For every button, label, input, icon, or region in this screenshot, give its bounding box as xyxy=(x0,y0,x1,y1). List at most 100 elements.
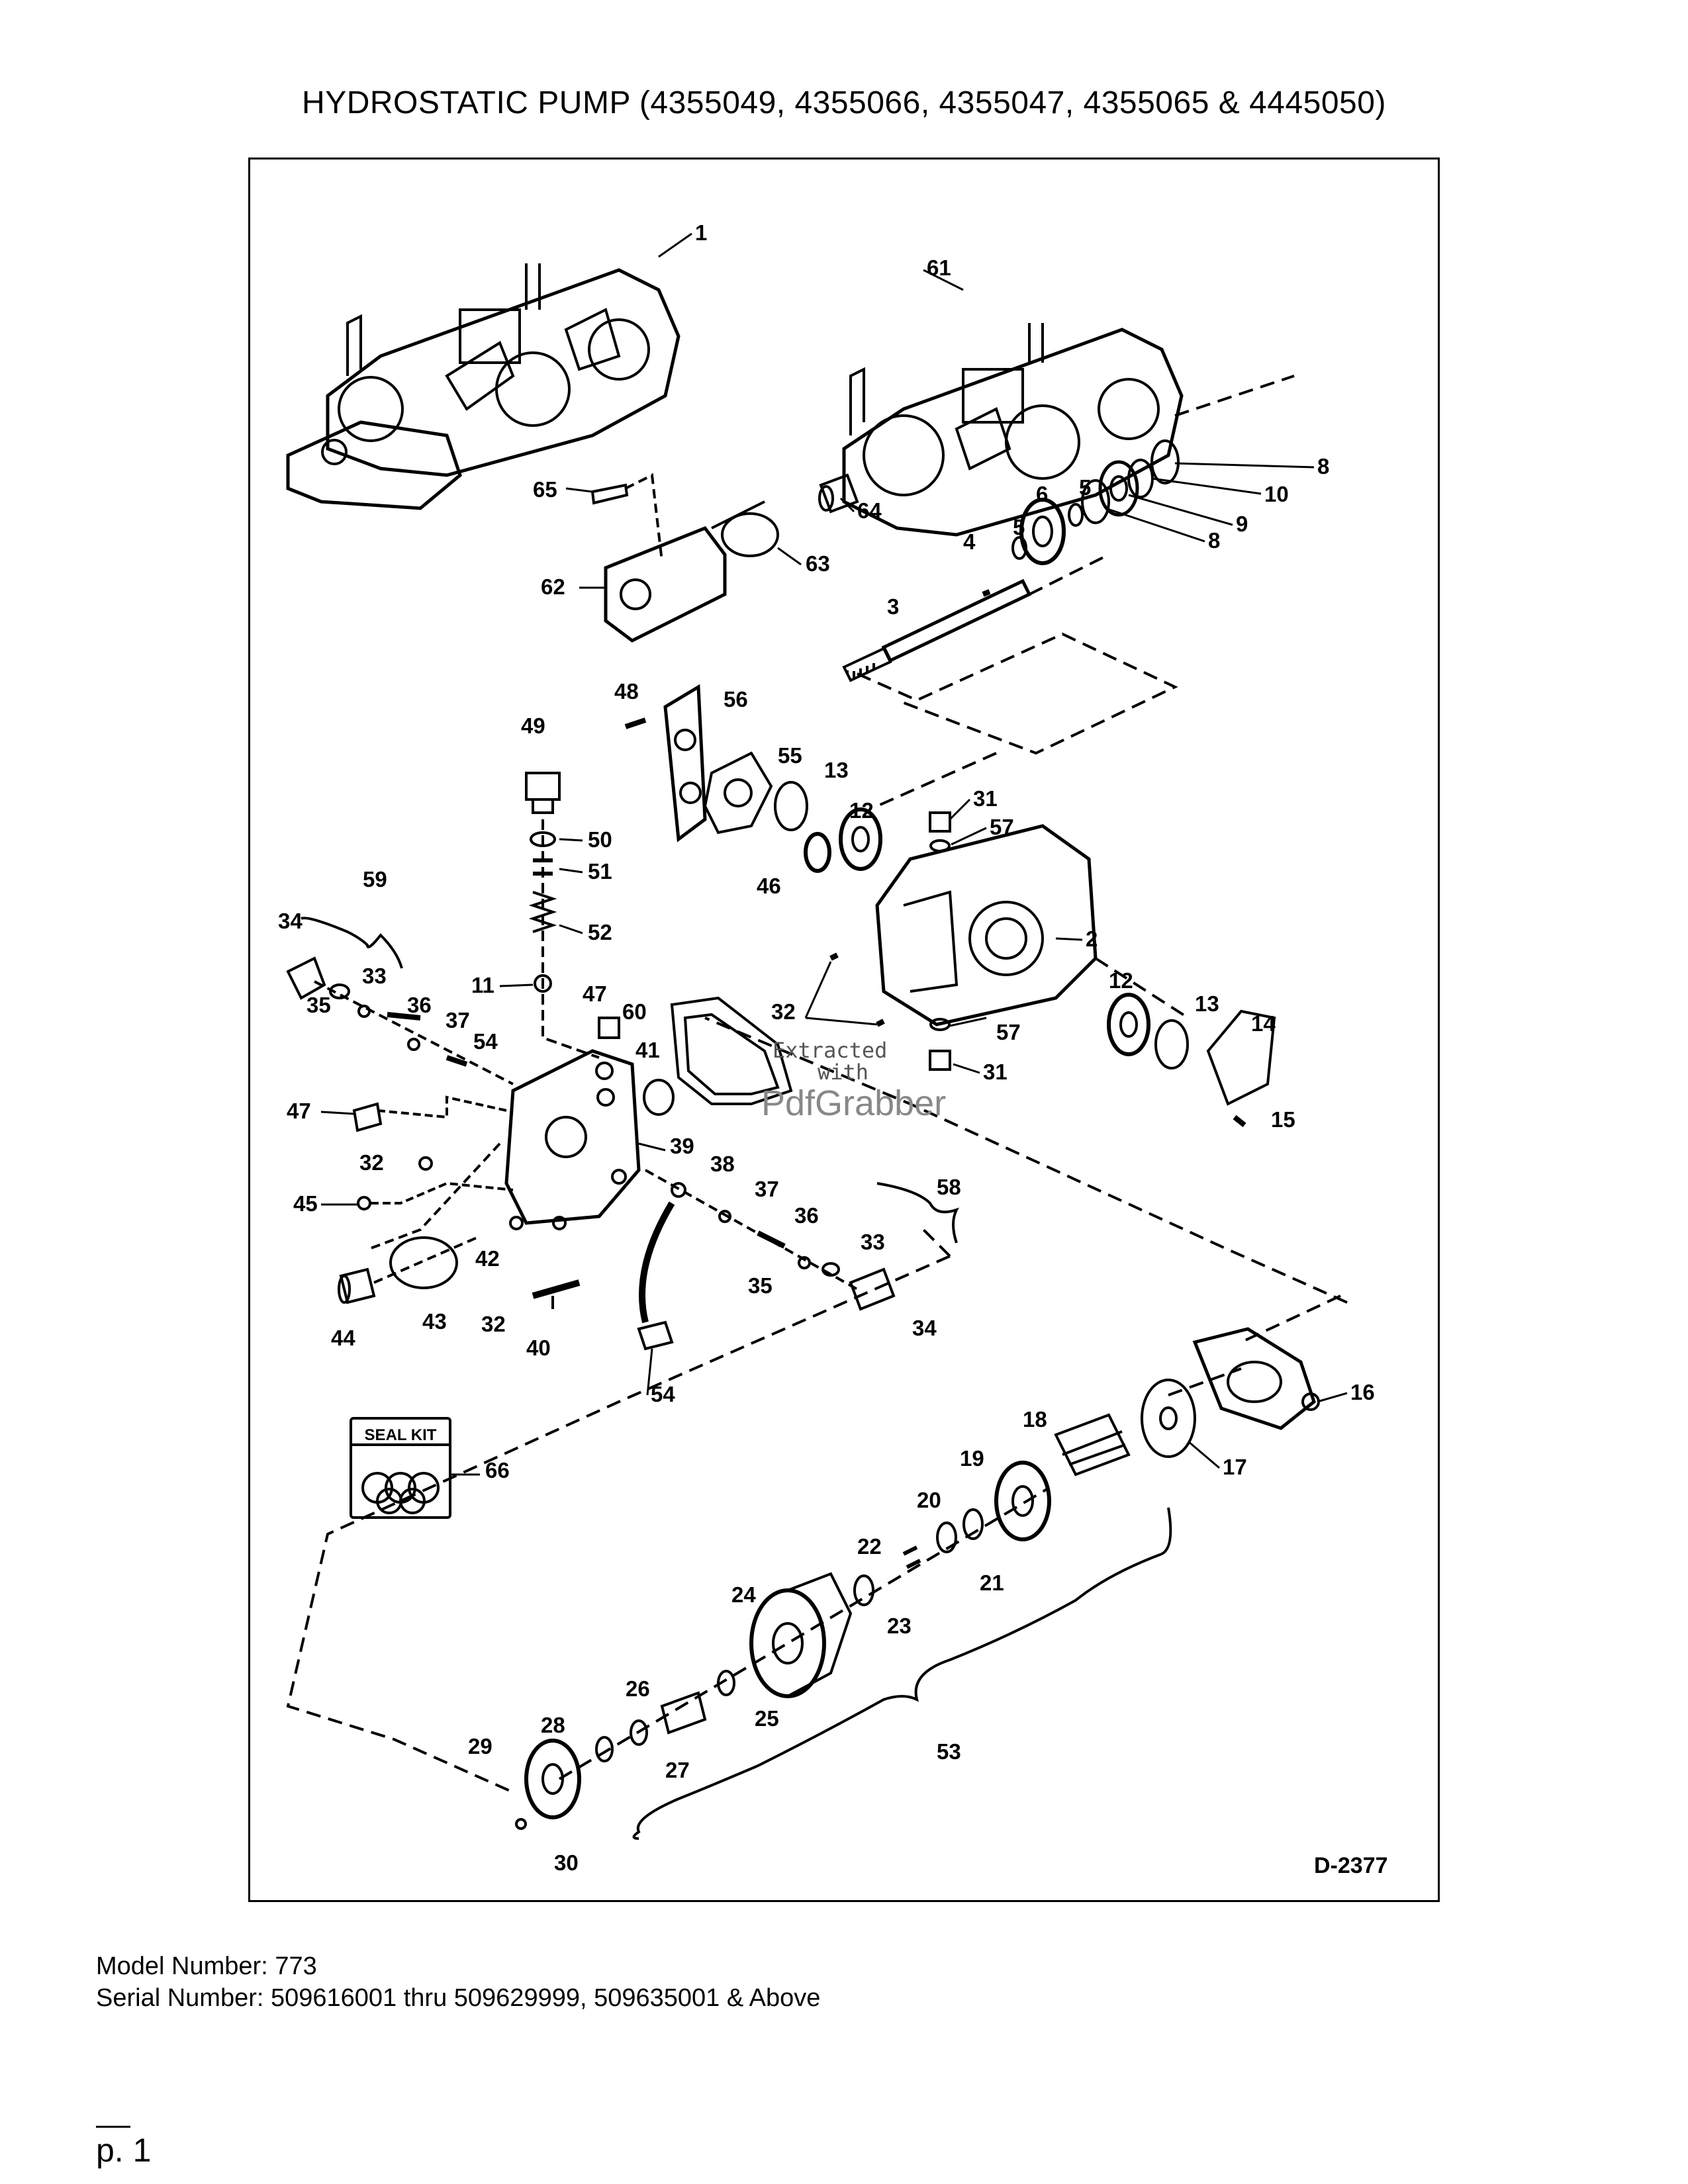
o-ring-43 xyxy=(389,1236,458,1289)
bearing-12b xyxy=(1107,993,1150,1056)
label-46: 46 xyxy=(757,874,781,898)
label-32a: 32 xyxy=(771,999,796,1024)
label-13a: 13 xyxy=(824,758,849,782)
bearing-6 xyxy=(1019,498,1066,565)
label-33b: 33 xyxy=(861,1230,885,1254)
label-33a: 33 xyxy=(362,964,387,988)
label-20: 20 xyxy=(917,1488,941,1512)
assembly-line-lower xyxy=(286,1255,951,1794)
label-43: 43 xyxy=(422,1309,447,1334)
pdfgrabber-watermark: Extracted with PdfGrabber xyxy=(761,1038,946,1123)
label-28: 28 xyxy=(541,1713,565,1737)
washer-20 xyxy=(962,1508,984,1540)
drawing-id: D-2377 xyxy=(1314,1853,1388,1878)
label-34b: 34 xyxy=(912,1316,937,1340)
label-29: 29 xyxy=(468,1734,492,1758)
watermark-line1: Extracted xyxy=(773,1038,887,1063)
label-3: 3 xyxy=(887,594,899,619)
label-9: 9 xyxy=(1236,512,1248,536)
valve-47b xyxy=(352,1102,383,1132)
brace-53 xyxy=(632,1507,1172,1840)
coupler-64 xyxy=(818,473,859,514)
bushing-44 xyxy=(338,1267,376,1304)
label-66: 66 xyxy=(485,1458,510,1482)
watermark-line2: with xyxy=(818,1060,868,1085)
ring-28 xyxy=(595,1736,614,1762)
label-34a: 34 xyxy=(278,909,303,933)
label-12b: 12 xyxy=(1109,968,1133,993)
ring-37a xyxy=(407,1038,420,1051)
label-32b: 32 xyxy=(481,1312,506,1336)
brace-58 xyxy=(876,1182,959,1244)
o-ring-63 xyxy=(721,512,779,557)
label-5b: 5 xyxy=(1079,475,1091,500)
label-36b: 36 xyxy=(794,1203,819,1228)
plug-42 xyxy=(509,1216,524,1230)
ring-35b xyxy=(798,1256,811,1269)
label-22: 22 xyxy=(857,1534,882,1559)
label-58: 58 xyxy=(937,1175,961,1199)
label-30: 30 xyxy=(554,1850,579,1875)
bolt-15 xyxy=(1233,1115,1246,1128)
label-37b: 37 xyxy=(755,1177,779,1201)
plug-45 xyxy=(357,1196,371,1210)
label-52: 52 xyxy=(588,920,612,944)
ring-21 xyxy=(936,1522,957,1553)
label-24: 24 xyxy=(731,1582,756,1607)
plug-32b xyxy=(552,1216,567,1230)
key-4 xyxy=(982,589,991,597)
label-11: 11 xyxy=(471,973,494,997)
plug-32c xyxy=(418,1156,433,1171)
label-31a: 31 xyxy=(973,786,998,811)
label-45: 45 xyxy=(293,1191,318,1216)
label-54b: 54 xyxy=(651,1382,675,1406)
label-57a: 57 xyxy=(990,815,1014,839)
page-number-rule xyxy=(96,2126,130,2128)
pistons-18 xyxy=(1054,1413,1131,1477)
plugs-32 xyxy=(829,952,885,1027)
plate-56 xyxy=(663,684,707,842)
cylinder-block-24 xyxy=(749,1572,853,1698)
arrow-to-54 xyxy=(639,1201,675,1324)
plug-41 xyxy=(643,1079,675,1116)
seal-kit-label: SEAL KIT xyxy=(365,1426,437,1444)
valve-block-39 xyxy=(504,1049,641,1225)
label-14: 14 xyxy=(1251,1011,1276,1036)
label-60: 60 xyxy=(622,999,647,1024)
label-62: 62 xyxy=(541,574,565,599)
label-61: 61 xyxy=(927,255,951,280)
plug-54b xyxy=(637,1320,674,1351)
label-19: 19 xyxy=(960,1446,984,1471)
label-53: 53 xyxy=(937,1739,961,1764)
gear-46 xyxy=(804,832,831,873)
assembly-line-shaft xyxy=(857,632,1178,755)
label-10: 10 xyxy=(1264,482,1289,506)
serial-number: Serial Number: 509616001 thru 509629999,… xyxy=(96,1984,821,2012)
label-1: 1 xyxy=(695,220,707,245)
bolt-48 xyxy=(624,717,647,729)
plug-38 xyxy=(671,1182,686,1198)
page-number: p. 1 xyxy=(96,2132,152,2169)
label-8a: 8 xyxy=(1208,528,1220,553)
page-title: HYDROSTATIC PUMP (4355049, 4355066, 4355… xyxy=(302,85,1386,120)
label-26: 26 xyxy=(626,1676,650,1701)
plug-31a xyxy=(929,811,951,833)
snap-ring-8a xyxy=(1081,479,1110,524)
cover-14 xyxy=(1206,1009,1276,1106)
cartridge-34b xyxy=(849,1267,896,1311)
label-59: 59 xyxy=(363,867,387,891)
label-35a: 35 xyxy=(306,993,331,1017)
part-labels: 1 2 3 4 5 5 6 8 8 9 10 11 12 12 13 13 14… xyxy=(278,220,1375,1875)
pump-assembly-1 xyxy=(286,263,680,510)
leader-lines xyxy=(320,232,1348,1476)
label-63: 63 xyxy=(806,551,830,576)
valve-plate-17 xyxy=(1141,1379,1196,1458)
label-41: 41 xyxy=(635,1038,660,1062)
label-55: 55 xyxy=(778,743,802,768)
bolt-65 xyxy=(590,473,663,562)
snap-ring-8b xyxy=(1150,439,1180,484)
swash-19 xyxy=(994,1461,1051,1541)
label-42: 42 xyxy=(475,1246,500,1271)
assembly-line-right xyxy=(704,1017,1348,1304)
diagram-frame xyxy=(248,158,1440,1902)
